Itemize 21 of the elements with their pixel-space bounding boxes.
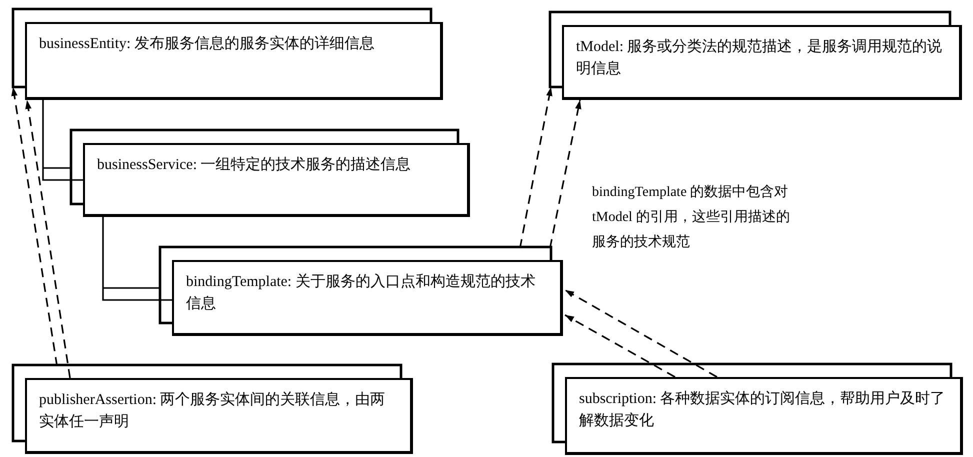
- entity-card: [565, 377, 963, 455]
- connector-line: [42, 99, 84, 181]
- dashed-arrow: [564, 289, 718, 378]
- dashed-arrow: [564, 314, 676, 378]
- card-text: subscription: 各种数据实体的订阅信息，帮助用户及时了解数据变化: [579, 390, 946, 431]
- entity-card: [25, 22, 443, 100]
- annotation-text: bindingTemplate 的数据中包含对 tModel 的引用，这些引用描述的服务的技术规范: [592, 184, 791, 252]
- entity-card: [172, 260, 563, 336]
- card-text: businessService: 一组特定的技术服务的描述信息: [97, 155, 412, 175]
- dashed-arrow: [11, 86, 58, 366]
- entity-card: [83, 143, 470, 217]
- card-text: businessEntity: 发布服务信息的服务实体的详细信息: [39, 34, 376, 54]
- card-text: bindingTemplate: 关于服务的入口点和构造规范的技术信息: [186, 272, 536, 314]
- entity-card: [25, 378, 413, 454]
- dashed-arrow: [25, 100, 71, 378]
- dashed-arrow: [549, 100, 582, 248]
- connector-line: [102, 216, 173, 301]
- card-text: tModel: 服务或分类法的规范描述，是服务调用规范的说明信息: [576, 38, 944, 79]
- entity-card: [562, 25, 962, 100]
- card-text: publisherAssertion: 两个服务实体间的关联信息，由两实体任一声明: [39, 390, 386, 432]
- dashed-arrow: [519, 86, 552, 248]
